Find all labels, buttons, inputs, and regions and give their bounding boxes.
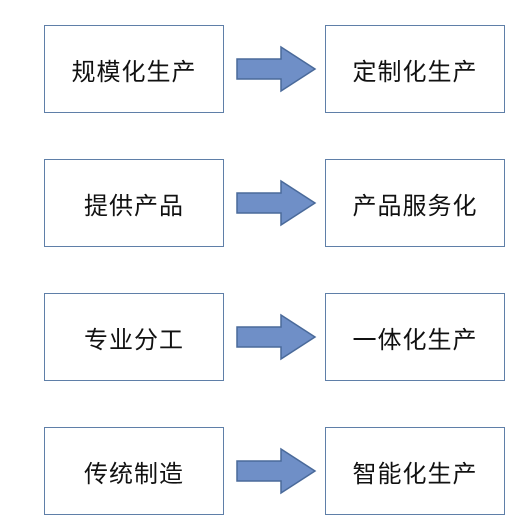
arrow-right-icon xyxy=(236,313,317,361)
arrow-right-icon xyxy=(236,45,317,93)
arrow-right-icon xyxy=(236,179,317,227)
to-label-2: 一体化生产 xyxy=(352,325,478,354)
from-label-3: 传统制造 xyxy=(84,459,184,488)
from-label-0: 规模化生产 xyxy=(71,57,197,86)
from-label-1: 提供产品 xyxy=(84,191,184,220)
from-box-3: 传统制造 xyxy=(44,427,224,515)
from-box-0: 规模化生产 xyxy=(44,25,224,113)
to-box-1: 产品服务化 xyxy=(325,159,505,247)
to-label-0: 定制化生产 xyxy=(352,57,478,86)
to-label-1: 产品服务化 xyxy=(352,191,478,220)
arrow-right-icon xyxy=(236,447,317,495)
to-label-3: 智能化生产 xyxy=(352,459,478,488)
to-box-0: 定制化生产 xyxy=(325,25,505,113)
to-box-2: 一体化生产 xyxy=(325,293,505,381)
to-box-3: 智能化生产 xyxy=(325,427,505,515)
from-label-2: 专业分工 xyxy=(84,325,184,354)
from-box-1: 提供产品 xyxy=(44,159,224,247)
from-box-2: 专业分工 xyxy=(44,293,224,381)
